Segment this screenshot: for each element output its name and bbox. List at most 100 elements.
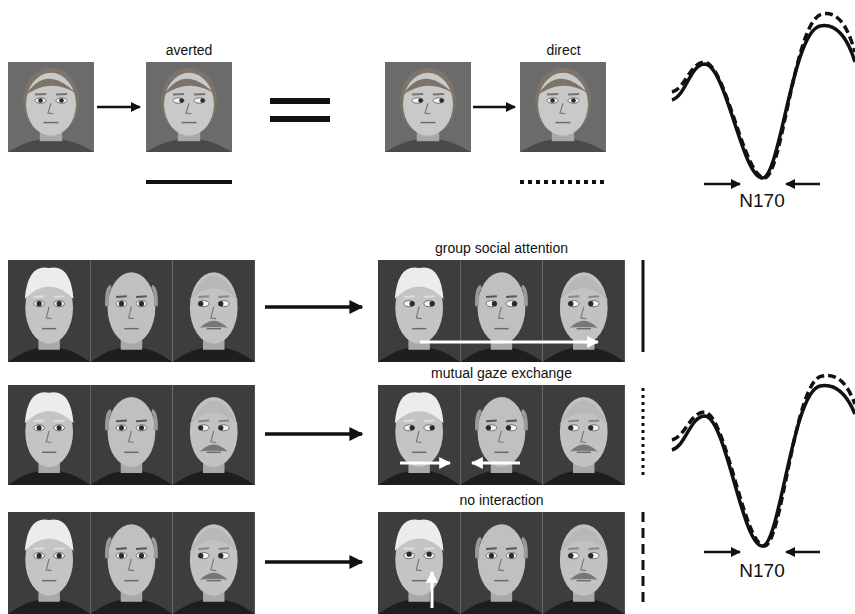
face-photo bbox=[378, 385, 460, 485]
nose bbox=[499, 431, 504, 443]
pupil bbox=[119, 301, 124, 306]
eyebrow bbox=[568, 295, 579, 298]
hair bbox=[559, 528, 608, 553]
eye bbox=[506, 553, 517, 559]
eyebrow bbox=[34, 420, 45, 423]
mouth bbox=[494, 328, 508, 330]
face-photo bbox=[543, 260, 625, 362]
pupil bbox=[139, 553, 144, 558]
face bbox=[560, 397, 608, 467]
erp-waveform bbox=[672, 385, 855, 546]
pupil bbox=[198, 553, 203, 558]
mouth bbox=[44, 122, 59, 124]
photo-background bbox=[173, 260, 255, 362]
hair bbox=[26, 79, 76, 95]
component-label: N170 bbox=[739, 560, 784, 582]
eye bbox=[34, 553, 45, 559]
hair bbox=[164, 79, 214, 95]
nose bbox=[129, 307, 134, 319]
mustache bbox=[205, 446, 223, 450]
mouth bbox=[182, 122, 197, 124]
hair bbox=[400, 67, 456, 135]
hair bbox=[25, 392, 74, 423]
face-photo bbox=[543, 385, 625, 485]
mouth bbox=[494, 452, 508, 454]
eye bbox=[424, 425, 435, 431]
eyebrow bbox=[218, 420, 229, 423]
face bbox=[478, 397, 526, 467]
panel-label: averted bbox=[146, 42, 232, 58]
eyebrow bbox=[486, 295, 497, 298]
photo-background bbox=[378, 512, 460, 614]
mouth bbox=[207, 328, 221, 330]
hair bbox=[152, 411, 156, 430]
pupil bbox=[57, 553, 62, 558]
pupil bbox=[57, 301, 62, 306]
face-photo bbox=[173, 260, 255, 362]
eyebrow bbox=[116, 295, 127, 298]
hair bbox=[152, 287, 156, 307]
eyebrow bbox=[136, 295, 147, 298]
photo-background bbox=[378, 260, 460, 362]
photo-background bbox=[8, 385, 90, 485]
hair bbox=[535, 67, 591, 135]
mouth bbox=[556, 122, 571, 124]
eyebrow bbox=[424, 420, 435, 423]
face-photo bbox=[173, 512, 255, 614]
nose bbox=[186, 103, 191, 114]
nose bbox=[581, 307, 586, 319]
eyebrow bbox=[54, 547, 65, 550]
stimulus-frame: averted bbox=[146, 42, 232, 152]
mouth bbox=[207, 580, 221, 582]
hair bbox=[403, 79, 453, 95]
face-photo bbox=[520, 62, 606, 152]
hair bbox=[395, 267, 444, 299]
nose bbox=[129, 431, 134, 443]
mustache bbox=[205, 322, 223, 326]
transition-arrow bbox=[265, 560, 362, 564]
eye bbox=[116, 301, 127, 307]
eye bbox=[198, 301, 209, 307]
eye bbox=[486, 301, 497, 307]
face-photo bbox=[378, 260, 460, 362]
panel-label: mutual gaze exchange bbox=[378, 365, 625, 381]
mouth bbox=[577, 328, 591, 330]
face bbox=[108, 272, 156, 343]
hair bbox=[477, 539, 481, 559]
pupil bbox=[509, 553, 514, 558]
eye bbox=[35, 98, 46, 103]
eyebrow bbox=[486, 420, 497, 423]
eye bbox=[568, 553, 579, 559]
photo-background bbox=[543, 260, 625, 362]
eye bbox=[218, 553, 229, 559]
eyebrow bbox=[506, 420, 517, 423]
eye bbox=[173, 98, 184, 103]
eye bbox=[506, 425, 517, 431]
eye bbox=[404, 425, 415, 431]
pupil bbox=[430, 301, 435, 306]
pupil bbox=[489, 553, 494, 558]
pupil bbox=[179, 98, 184, 103]
solid-key bbox=[146, 180, 232, 184]
face-photo bbox=[460, 260, 542, 362]
eyebrow bbox=[568, 547, 579, 550]
face-photo bbox=[543, 512, 625, 614]
nose bbox=[416, 431, 421, 443]
pupil bbox=[38, 98, 43, 103]
mustache bbox=[205, 574, 223, 578]
latency-arrow bbox=[786, 183, 820, 186]
nose bbox=[211, 307, 216, 319]
photo-background bbox=[90, 260, 172, 362]
eye bbox=[116, 425, 127, 431]
photo-background bbox=[460, 512, 542, 614]
eye bbox=[486, 553, 497, 559]
face bbox=[560, 524, 608, 595]
nose bbox=[48, 103, 53, 114]
pupil bbox=[430, 425, 435, 430]
gaze-arrow bbox=[472, 462, 520, 465]
eyebrow bbox=[198, 420, 209, 423]
pupil bbox=[512, 301, 517, 306]
mouth bbox=[494, 580, 508, 582]
face-photo bbox=[460, 385, 542, 485]
face-photo bbox=[90, 260, 172, 362]
